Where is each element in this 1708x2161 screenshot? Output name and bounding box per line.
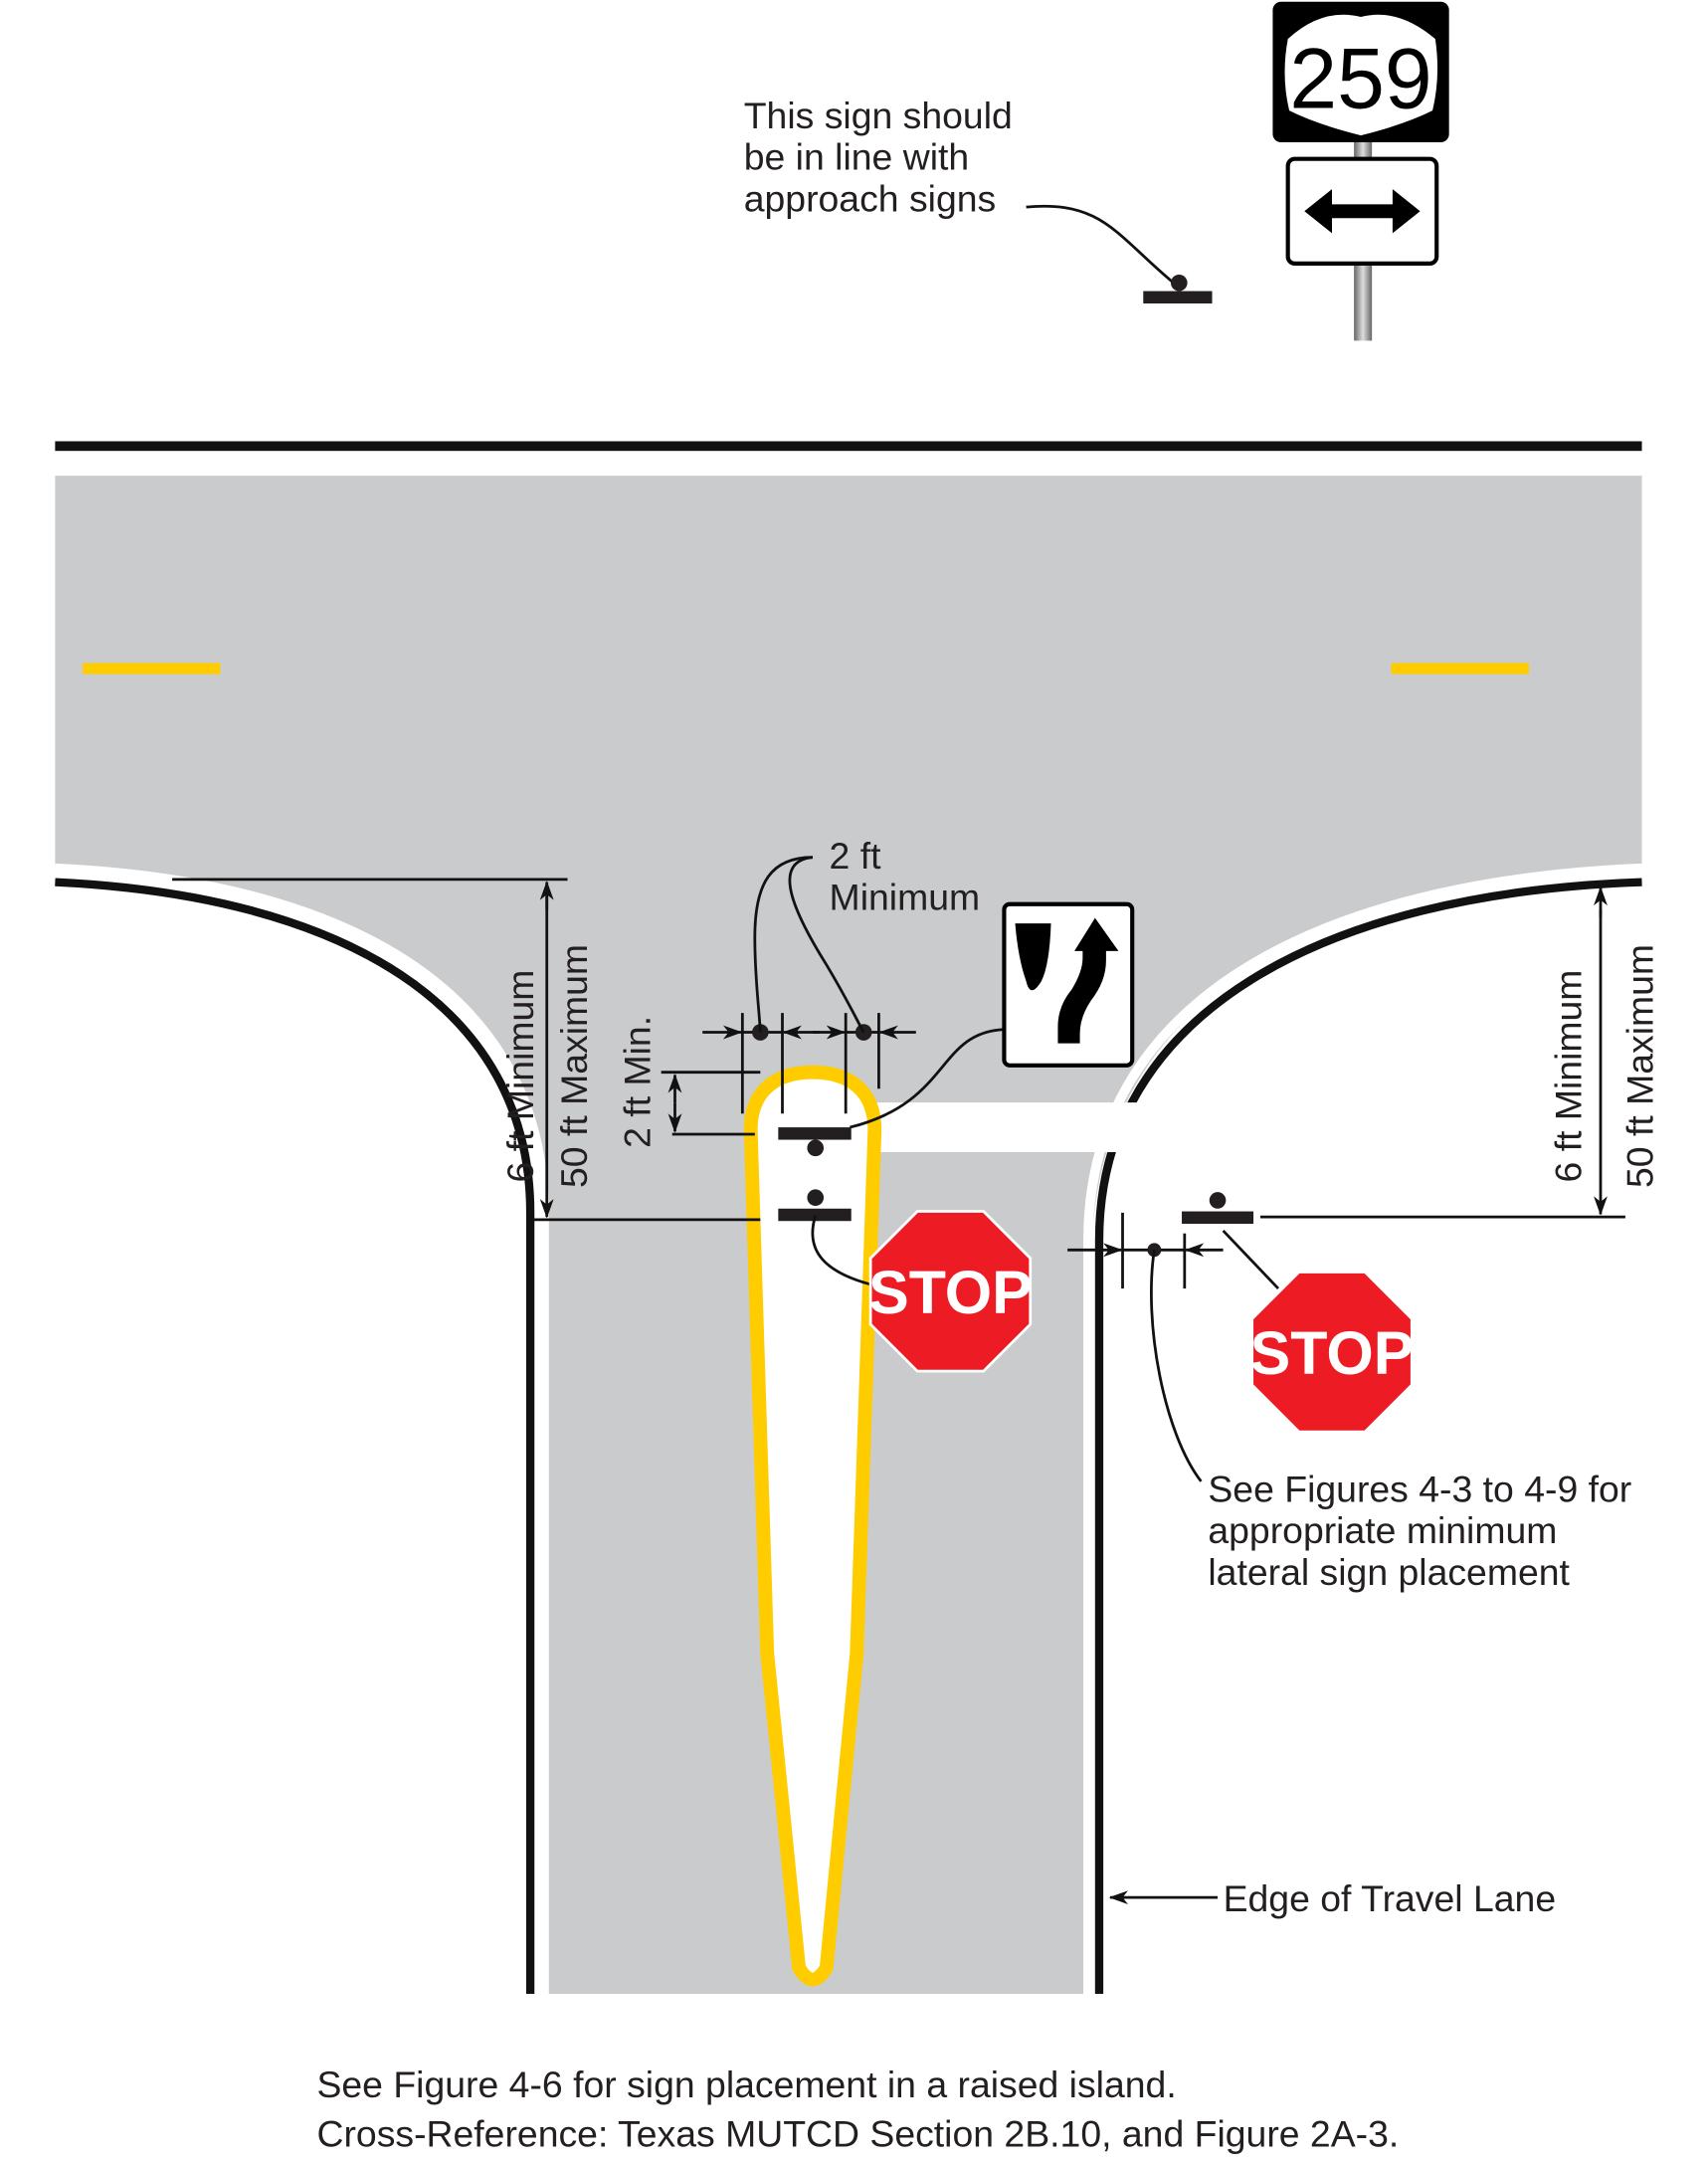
stop-line: [867, 1102, 1144, 1153]
svg-text:approach signs: approach signs: [744, 177, 997, 219]
raised-island: [743, 1065, 882, 1987]
double-arrow-icon: [1304, 189, 1421, 234]
footer-notes: See Figure 4-6 for sign placement in a r…: [316, 2063, 1399, 2155]
center-line-dash: [1391, 663, 1529, 675]
roadway: [55, 441, 1642, 1995]
island-icon: [1015, 923, 1051, 991]
svg-text:STOP: STOP: [1250, 1319, 1415, 1387]
keep-right-sign: [850, 901, 1135, 1129]
svg-text:Edge of Travel Lane: Edge of Travel Lane: [1224, 1877, 1557, 1919]
lateral-placement-note: See Figures 4-3 to 4-9 for appropriate m…: [1208, 1469, 1631, 1593]
edge-of-travel-lane-label: Edge of Travel Lane: [1108, 1877, 1557, 1919]
stop-sign-right: STOP: [1250, 1271, 1415, 1434]
svg-text:Cross-Reference: Texas MUTCD S: Cross-Reference: Texas MUTCD Section 2B.…: [316, 2113, 1399, 2155]
svg-text:See Figure 4-6 for sign placem: See Figure 4-6 for sign placement in a r…: [316, 2063, 1176, 2105]
right-dimensions: 6 ft Minimum 50 ft Maximum: [1067, 885, 1661, 1482]
stop-sign-island: STOP: [868, 1210, 1033, 1373]
svg-text:2 ft: 2 ft: [830, 835, 882, 877]
svg-text:2 ft Min.: 2 ft Min.: [617, 1016, 659, 1148]
svg-text:This sign should: This sign should: [744, 95, 1013, 136]
curved-arrow-icon: [1057, 917, 1119, 1044]
svg-text:STOP: STOP: [868, 1259, 1033, 1326]
svg-text:lateral sign placement: lateral sign placement: [1208, 1551, 1570, 1593]
svg-text:Minimum: Minimum: [830, 876, 981, 917]
island-sign-posts: [778, 1127, 871, 1286]
svg-text:259: 259: [1289, 31, 1431, 126]
svg-text:6 ft Minimum: 6 ft Minimum: [499, 970, 541, 1183]
svg-text:appropriate minimum: appropriate minimum: [1208, 1509, 1557, 1551]
svg-text:50 ft Maximum: 50 ft Maximum: [1619, 944, 1661, 1188]
svg-text:6 ft Minimum: 6 ft Minimum: [1548, 970, 1590, 1183]
left-dimensions: 6 ft Minimum 50 ft Maximum 2 ft Min.: [172, 878, 761, 1222]
island-lateral-dimension: 2 ft Minimum: [702, 835, 981, 1114]
approach-sign-note: This sign should be in line with approac…: [744, 95, 1213, 304]
sign-post-symbol: [1143, 291, 1213, 304]
route-sign-assembly: 259: [1272, 1, 1449, 341]
svg-text:See Figures 4-3 to 4-9 for: See Figures 4-3 to 4-9 for: [1208, 1469, 1631, 1510]
svg-text:be in line with: be in line with: [744, 136, 969, 178]
center-line-dash: [83, 663, 221, 675]
svg-text:50 ft Maximum: 50 ft Maximum: [553, 944, 595, 1188]
